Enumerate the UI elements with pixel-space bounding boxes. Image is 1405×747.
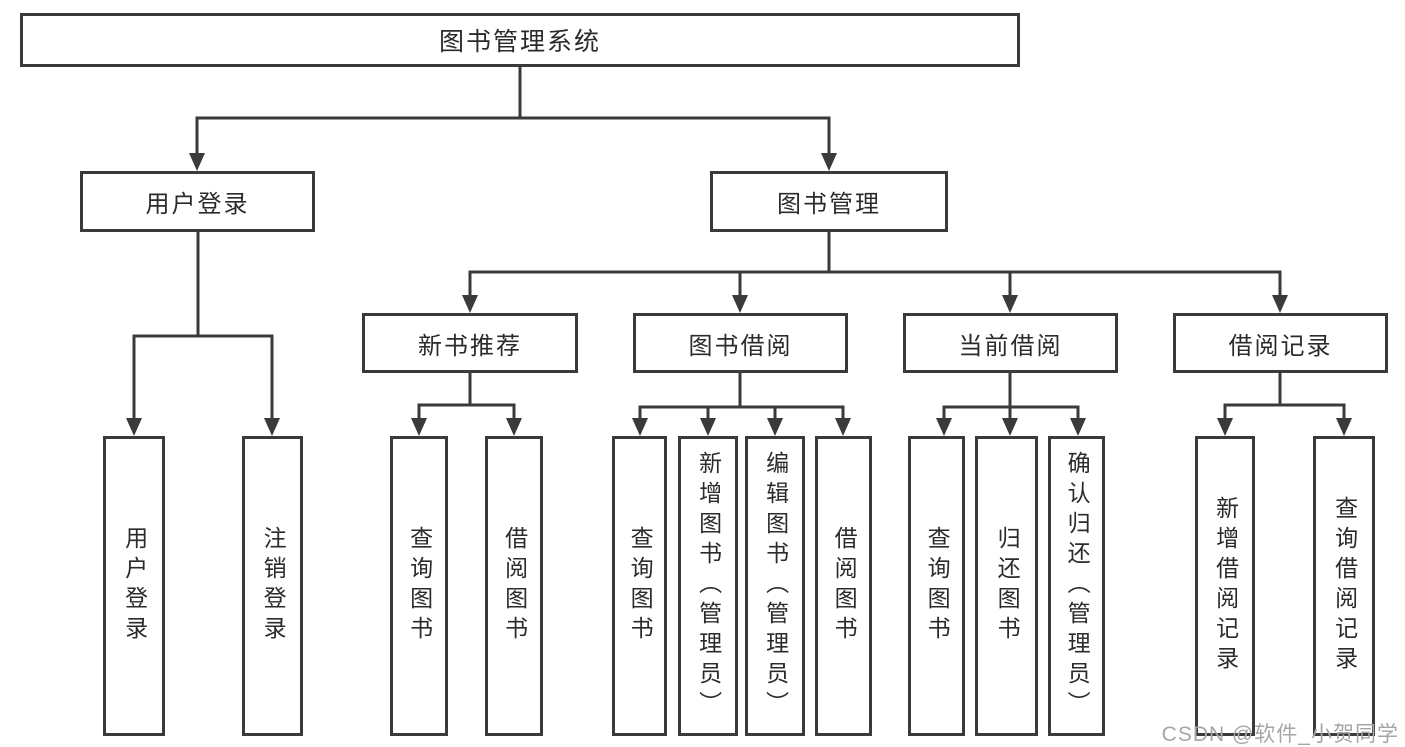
- connector-current-borrow-children: [936, 367, 1086, 436]
- leaf-logout: 注销登录: [242, 436, 303, 736]
- node-book-management: 图书管理: [710, 171, 948, 232]
- leaf-label: 新增图书（管理员）: [695, 451, 722, 721]
- arrow-down-icon: [411, 418, 522, 436]
- node-label: 用户登录: [145, 191, 250, 218]
- node-label: 图书管理: [777, 191, 881, 218]
- leaf-borrow-query-books: 查询图书: [612, 436, 667, 736]
- leaf-recommend-query-books: 查询图书: [390, 436, 448, 736]
- connector-new-book-children: [411, 367, 522, 436]
- leaf-label: 用户登录: [121, 526, 148, 646]
- connector-user-login-children: [126, 226, 280, 436]
- node-label: 新书推荐: [418, 332, 522, 360]
- leaf-label: 归还图书: [994, 526, 1021, 646]
- leaf-current-query-books: 查询图书: [908, 436, 965, 736]
- arrow-down-icon: [1217, 418, 1352, 436]
- connector-book-mgmt-children: [462, 226, 1288, 313]
- leaf-records-add-record: 新增借阅记录: [1195, 436, 1255, 736]
- arrow-down-icon: [126, 418, 280, 436]
- connector-root-to-level2: [189, 58, 837, 171]
- arrow-down-icon: [936, 418, 1086, 436]
- node-user-login: 用户登录: [80, 171, 315, 232]
- connector-line: [468, 226, 1282, 302]
- arrow-down-icon: [189, 153, 837, 171]
- leaf-label: 查询借阅记录: [1331, 496, 1358, 676]
- leaf-label: 查询图书: [924, 526, 951, 646]
- leaf-recommend-borrow-books: 借阅图书: [485, 436, 543, 736]
- connector-line: [942, 367, 1080, 424]
- leaf-current-return-books: 归还图书: [975, 436, 1038, 736]
- leaf-borrow-borrow-books: 借阅图书: [815, 436, 872, 736]
- leaf-label: 借阅图书: [831, 526, 858, 646]
- leaf-records-query-record: 查询借阅记录: [1313, 436, 1375, 736]
- leaf-label: 查询图书: [406, 526, 433, 646]
- arrow-down-icon: [632, 418, 851, 436]
- leaf-label: 查询图书: [627, 526, 654, 646]
- leaf-user-login: 用户登录: [103, 436, 165, 736]
- leaf-label: 注销登录: [260, 526, 287, 646]
- node-book-management-system: 图书管理系统: [20, 13, 1020, 67]
- leaf-label: 确认归还（管理员）: [1064, 451, 1091, 721]
- node-borrowing-records: 借阅记录: [1173, 313, 1388, 373]
- leaf-label: 借阅图书: [501, 526, 528, 646]
- connector-line: [638, 367, 845, 424]
- node-label: 图书借阅: [688, 332, 793, 360]
- csdn-watermark: CSDN @软件_小贺同学: [1161, 723, 1399, 746]
- leaf-current-confirm-return-admin: 确认归还（管理员）: [1048, 436, 1105, 736]
- node-label: 借阅记录: [1228, 332, 1333, 360]
- leaf-borrow-edit-books-admin: 编辑图书（管理员）: [745, 436, 805, 736]
- node-current-borrowing: 当前借阅: [903, 313, 1118, 373]
- node-label: 当前借阅: [958, 332, 1063, 360]
- connector-line: [132, 226, 274, 424]
- leaf-label: 新增借阅记录: [1212, 496, 1239, 676]
- connector-line: [1223, 367, 1346, 424]
- connector-line: [417, 367, 516, 424]
- leaf-label: 编辑图书（管理员）: [762, 451, 789, 721]
- node-new-book-recommendation: 新书推荐: [362, 313, 578, 373]
- arrow-down-icon: [462, 295, 1288, 313]
- connector-borrow-record-children: [1217, 367, 1352, 436]
- leaf-borrow-add-books-admin: 新增图书（管理员）: [678, 436, 738, 736]
- connector-line: [195, 58, 831, 160]
- connector-book-borrow-children: [632, 367, 851, 436]
- node-book-borrowing: 图书借阅: [633, 313, 848, 373]
- node-label: 图书管理系统: [438, 28, 601, 56]
